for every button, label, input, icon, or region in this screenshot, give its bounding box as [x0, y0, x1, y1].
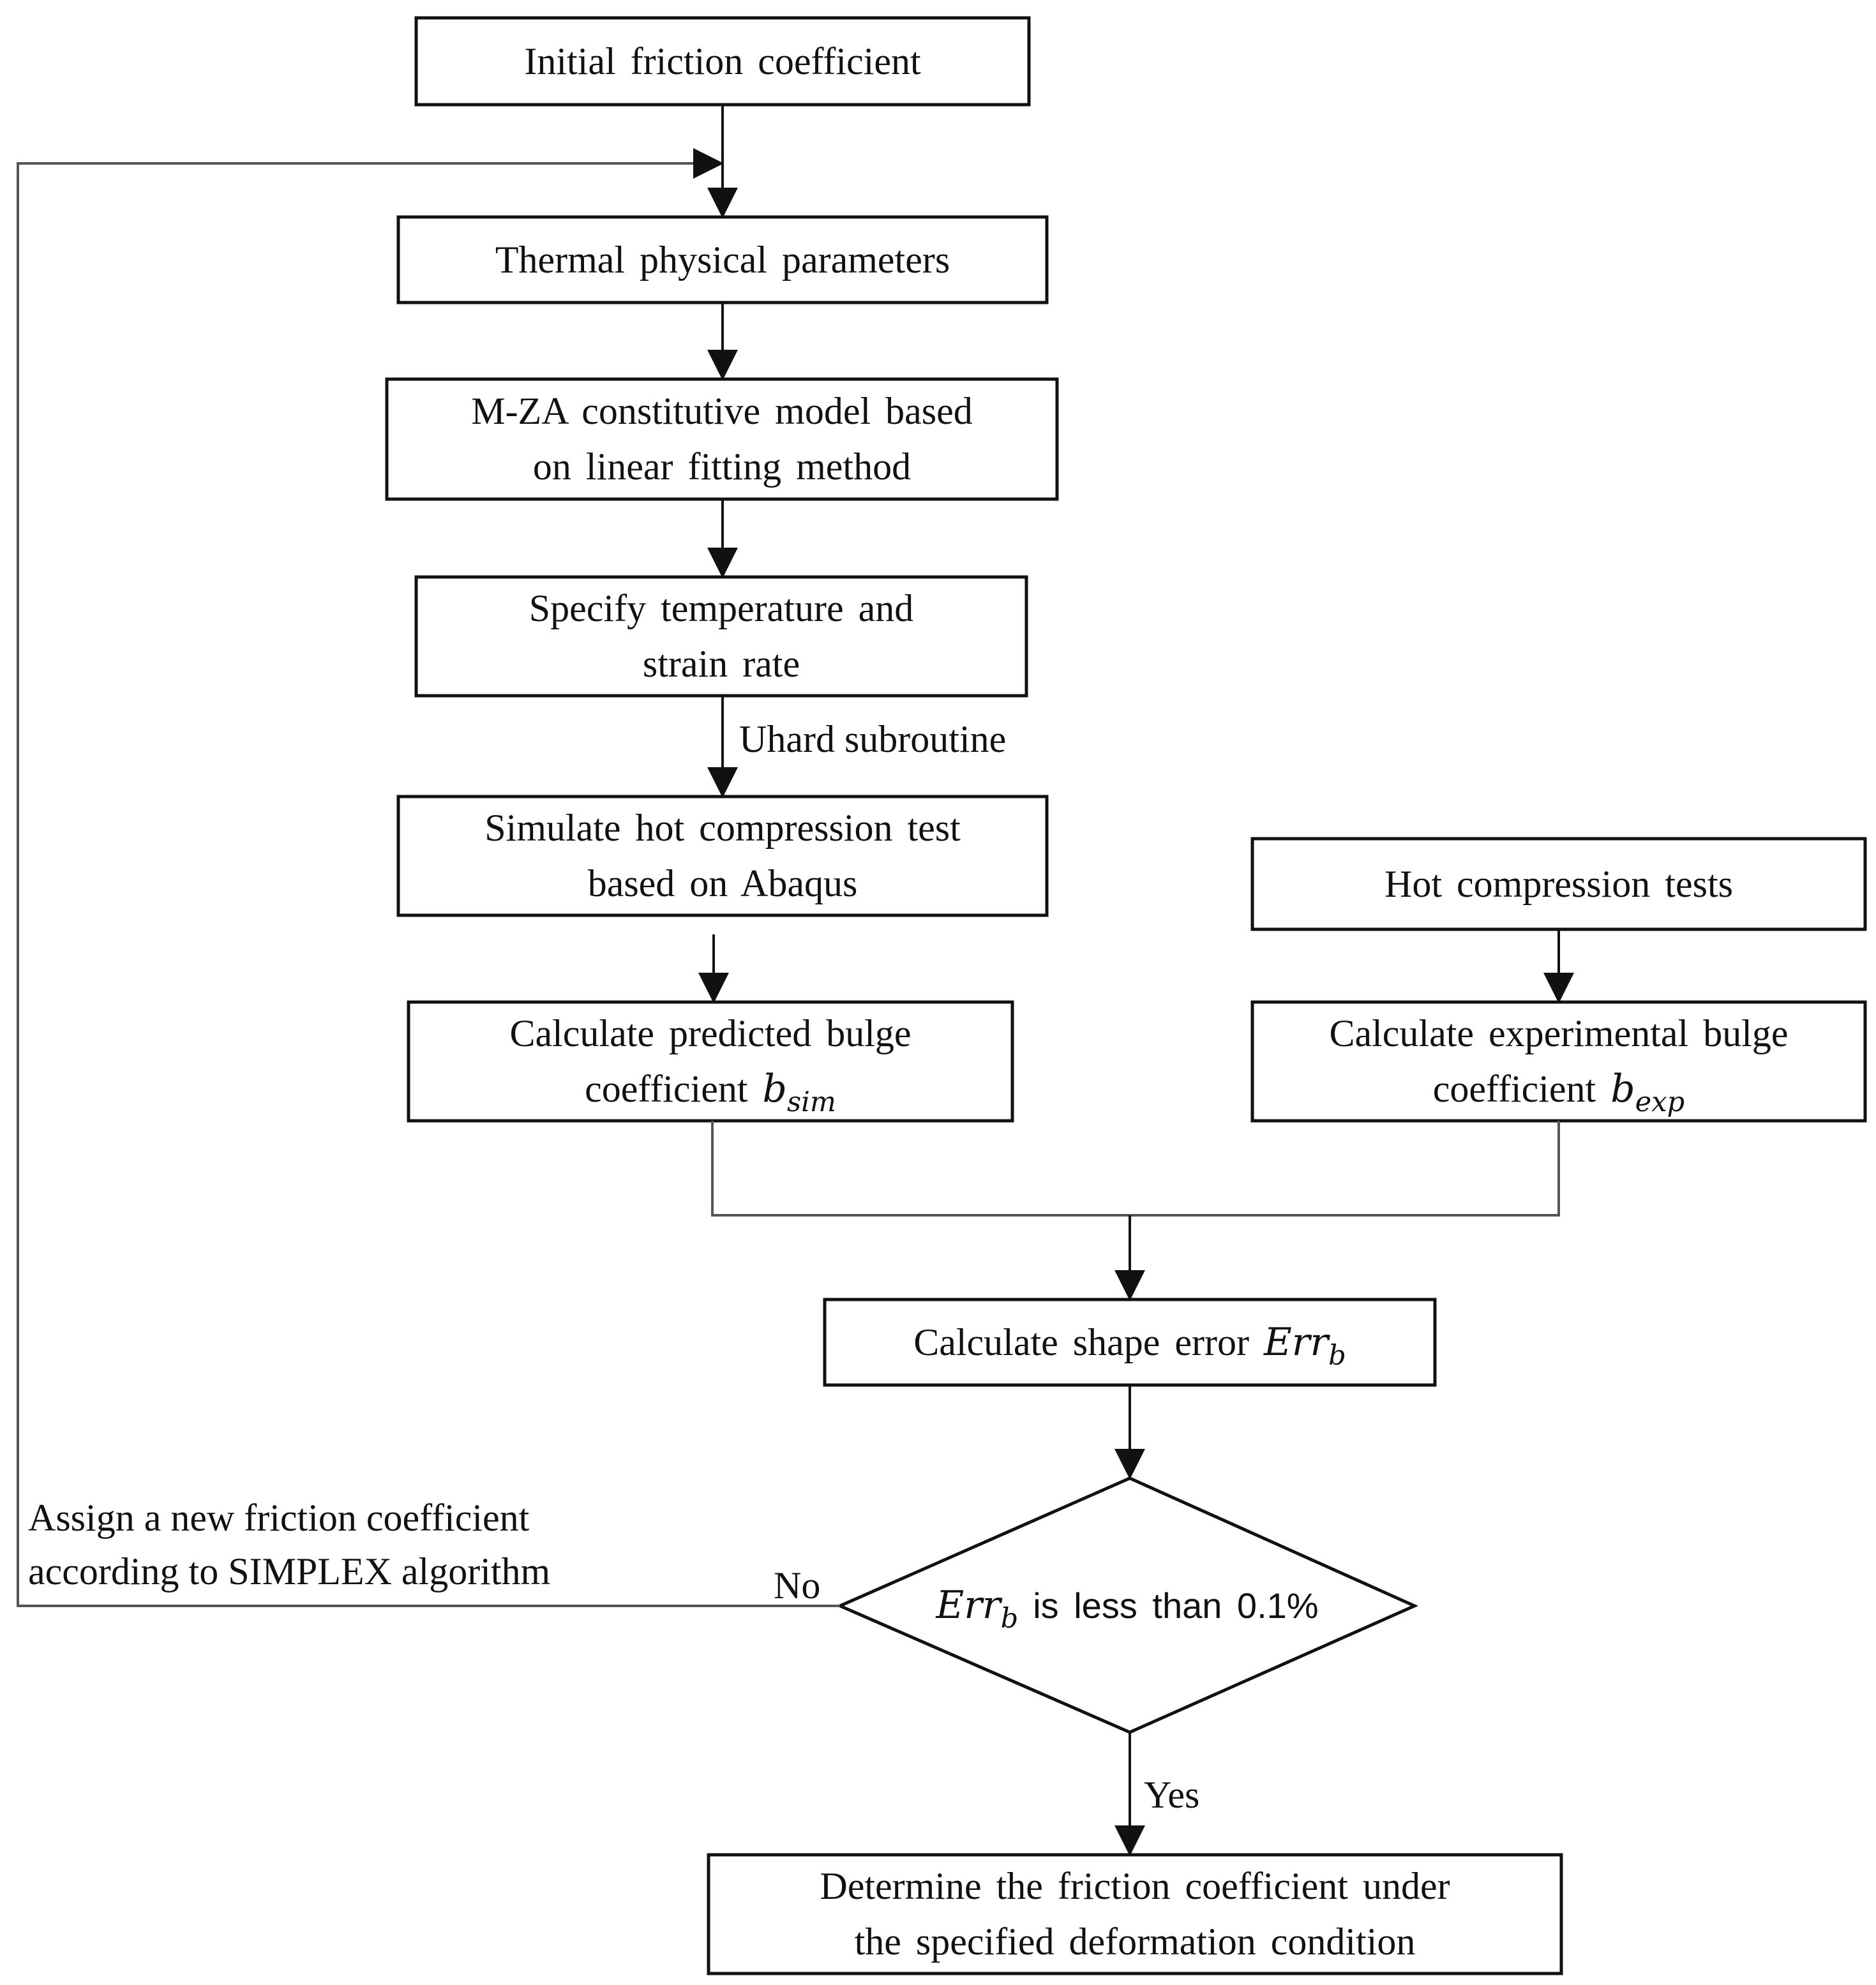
label-thermal-parameters-text: Thermal physical parameters: [495, 238, 950, 281]
connector-feedback-loop: [17, 148, 840, 1607]
label-calc-exp-line2: coefficient: [1432, 1068, 1596, 1110]
edge-label-uhard: Uhard subroutine: [739, 718, 1007, 760]
label-calc-experimental: Calculate experimental bulge coefficient…: [1252, 1002, 1865, 1121]
subscript-b: b: [1328, 1339, 1346, 1372]
box-thermal-parameters: [396, 215, 1049, 304]
symbol-b: b: [1610, 1067, 1635, 1111]
symbol-b-sim: bsim: [762, 1067, 836, 1116]
edge-label-yes: Yes: [1144, 1774, 1200, 1816]
label-final-result: Determine the friction coefficient under…: [709, 1855, 1561, 1974]
label-shape-error-text: Calculate shape error: [913, 1321, 1249, 1363]
label-simulate-test: Simulate hot compression test based on A…: [398, 797, 1047, 915]
label-calc-shape-error: Calculate shape error Errb: [825, 1300, 1435, 1385]
label-calc-predicted: Calculate predicted bulge coefficient bs…: [409, 1002, 1012, 1121]
connector-predicted-merge: [711, 1121, 1130, 1217]
label-decision-wrap: Errb is less than 0.1%: [936, 1578, 1318, 1633]
symbol-b-exp: bexp: [1610, 1067, 1685, 1116]
edge-label-no: No: [774, 1564, 821, 1607]
symbol-err: Err: [936, 1582, 1001, 1628]
symbol-err-b-decision: Errb: [936, 1582, 1018, 1633]
label-specify-conditions: Specify temperature and strain rate: [416, 577, 1026, 696]
label-calc-pred-line2-wrap: coefficient bsim: [585, 1061, 836, 1117]
label-decision-text: is less than 0.1%: [1033, 1585, 1319, 1626]
label-initial-friction: Initial friction coefficient: [416, 18, 1029, 105]
edge-label-feedback: Assign a new friction coefficient accord…: [28, 1491, 550, 1598]
label-calc-pred-line2: coefficient: [585, 1068, 748, 1110]
box-calc-experimental: [1250, 1000, 1867, 1123]
edge-label-feedback-line1: Assign a new friction coefficient: [28, 1497, 530, 1539]
symbol-err-b: Errb: [1263, 1319, 1346, 1370]
box-initial-friction: [414, 16, 1031, 107]
label-mza-model: M-ZA constitutive model based on linear …: [387, 379, 1057, 499]
label-specify-line1: Specify temperature and: [529, 587, 914, 629]
label-initial-friction-text: Initial friction coefficient: [524, 40, 921, 82]
connector-experimental-merge: [1130, 1121, 1560, 1217]
subscript-sim: sim: [786, 1086, 836, 1119]
label-thermal-parameters: Thermal physical parameters: [398, 217, 1047, 303]
label-simulate-line1: Simulate hot compression test: [484, 807, 961, 849]
label-final-line2: the specified deformation condition: [854, 1921, 1416, 1963]
edge-label-feedback-line2: according to SIMPLEX algorithm: [28, 1550, 551, 1592]
label-mza-line2: on linear fitting method: [532, 446, 912, 488]
box-specify-conditions: [414, 575, 1028, 698]
box-simulate-test: [396, 795, 1049, 917]
subscript-b: b: [1000, 1602, 1019, 1635]
label-calc-exp-line2-wrap: coefficient bexp: [1433, 1061, 1685, 1117]
label-hot-compression-tests: Hot compression tests: [1252, 839, 1865, 929]
label-decision: Errb is less than 0.1%: [840, 1478, 1415, 1732]
label-specify-line2: strain rate: [642, 643, 800, 685]
subscript-exp: exp: [1635, 1086, 1685, 1119]
label-hot-tests-text: Hot compression tests: [1384, 862, 1733, 905]
box-hot-compression-tests: [1250, 837, 1867, 931]
label-shape-error-wrap: Calculate shape error Errb: [913, 1315, 1346, 1370]
label-mza-line1: M-ZA constitutive model based: [471, 390, 973, 432]
symbol-err: Err: [1263, 1319, 1329, 1365]
label-calc-exp-line1: Calculate experimental bulge: [1329, 1012, 1789, 1054]
label-simulate-line2: based on Abaqus: [587, 862, 858, 904]
symbol-b: b: [762, 1067, 787, 1111]
label-calc-pred-line1: Calculate predicted bulge: [509, 1012, 912, 1054]
box-calc-predicted: [407, 1000, 1014, 1123]
label-final-line1: Determine the friction coefficient under: [820, 1865, 1450, 1907]
